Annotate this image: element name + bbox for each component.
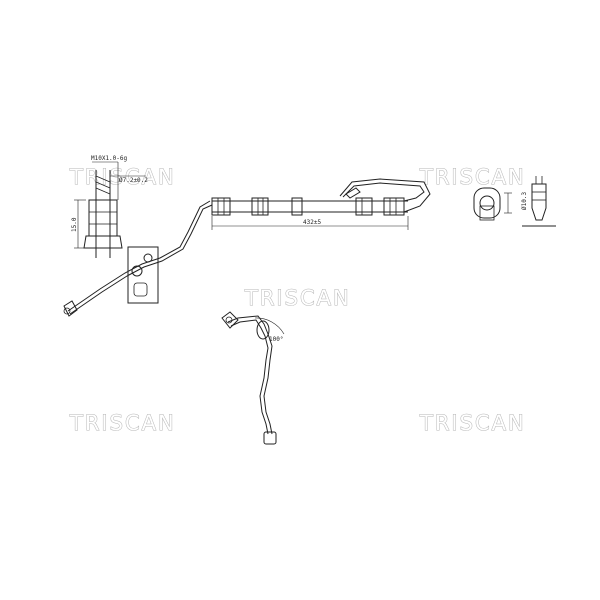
- length-label: 432±5: [303, 219, 321, 226]
- ring-diameter-label: Ø10.3: [521, 192, 528, 210]
- height-label: 15.0: [71, 217, 78, 232]
- main-hose: 432±5: [63, 178, 431, 317]
- watermark-bottom-right: TRISCAN: [419, 411, 526, 435]
- watermark-bottom-left: TRISCAN: [69, 411, 176, 435]
- fitting-detail: M10X1.0-6g Ø7.2±0.2 15.0: [71, 155, 148, 258]
- watermark-top-left: TRISCAN: [69, 165, 176, 189]
- side-view: [522, 176, 556, 227]
- ring-detail: Ø10.3: [473, 187, 528, 221]
- thread-label: M10X1.0-6g: [91, 155, 128, 162]
- watermarks: TRISCAN TRISCAN TRISCAN TRISCAN TRISCAN: [69, 165, 526, 436]
- diameter-label: Ø7.2±0.2: [119, 177, 148, 184]
- watermark-top-right: TRISCAN: [419, 165, 526, 189]
- second-view: 100°: [221, 311, 285, 445]
- bracket-plate: [127, 246, 159, 304]
- watermark-center: TRISCAN: [244, 286, 351, 310]
- angle-label: 100°: [269, 336, 283, 343]
